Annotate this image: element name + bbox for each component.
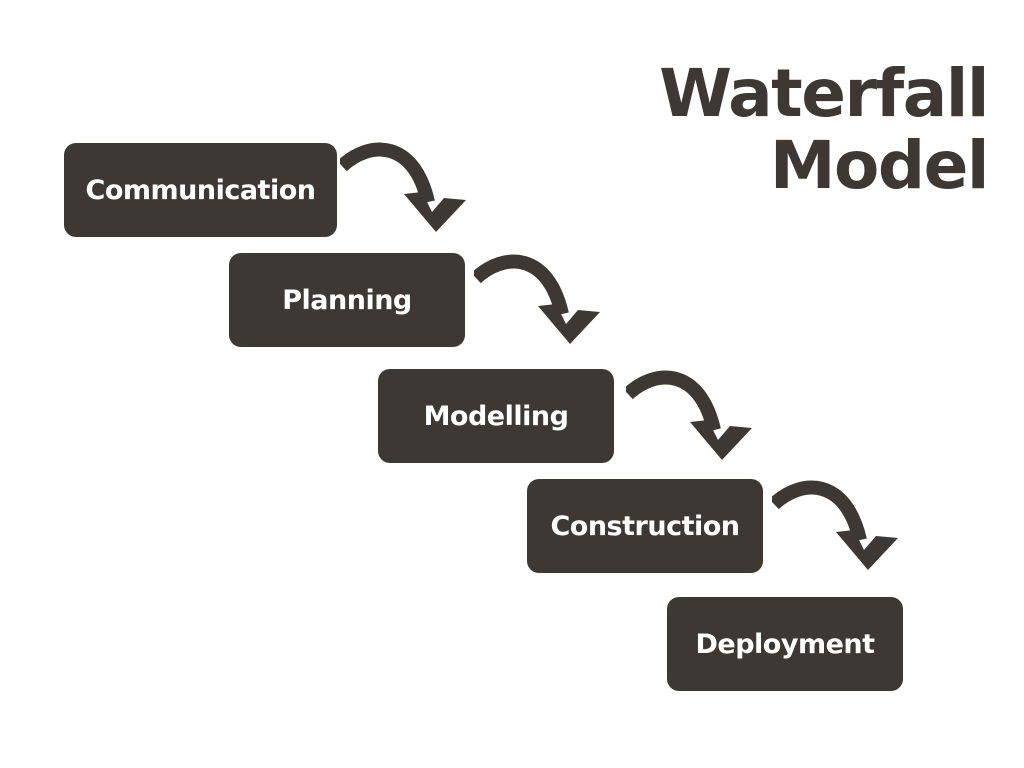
step-communication: Communication (64, 143, 337, 237)
step-label: Modelling (423, 400, 569, 432)
step-label: Communication (85, 174, 317, 206)
step-label: Construction (550, 510, 740, 542)
step-label: Planning (282, 284, 412, 316)
title-line-2: Model (769, 127, 990, 204)
curved-arrow-icon (772, 478, 902, 574)
curved-arrow-icon (340, 140, 470, 236)
step-label: Deployment (695, 628, 875, 660)
curved-arrow-icon (626, 368, 756, 464)
step-deployment: Deployment (667, 597, 903, 691)
title-line-1: Waterfall (659, 55, 989, 132)
curved-arrow-icon (474, 252, 604, 348)
step-modelling: Modelling (378, 369, 614, 463)
step-construction: Construction (527, 479, 763, 573)
step-planning: Planning (229, 253, 465, 347)
page-title: Waterfall Model (568, 55, 990, 204)
